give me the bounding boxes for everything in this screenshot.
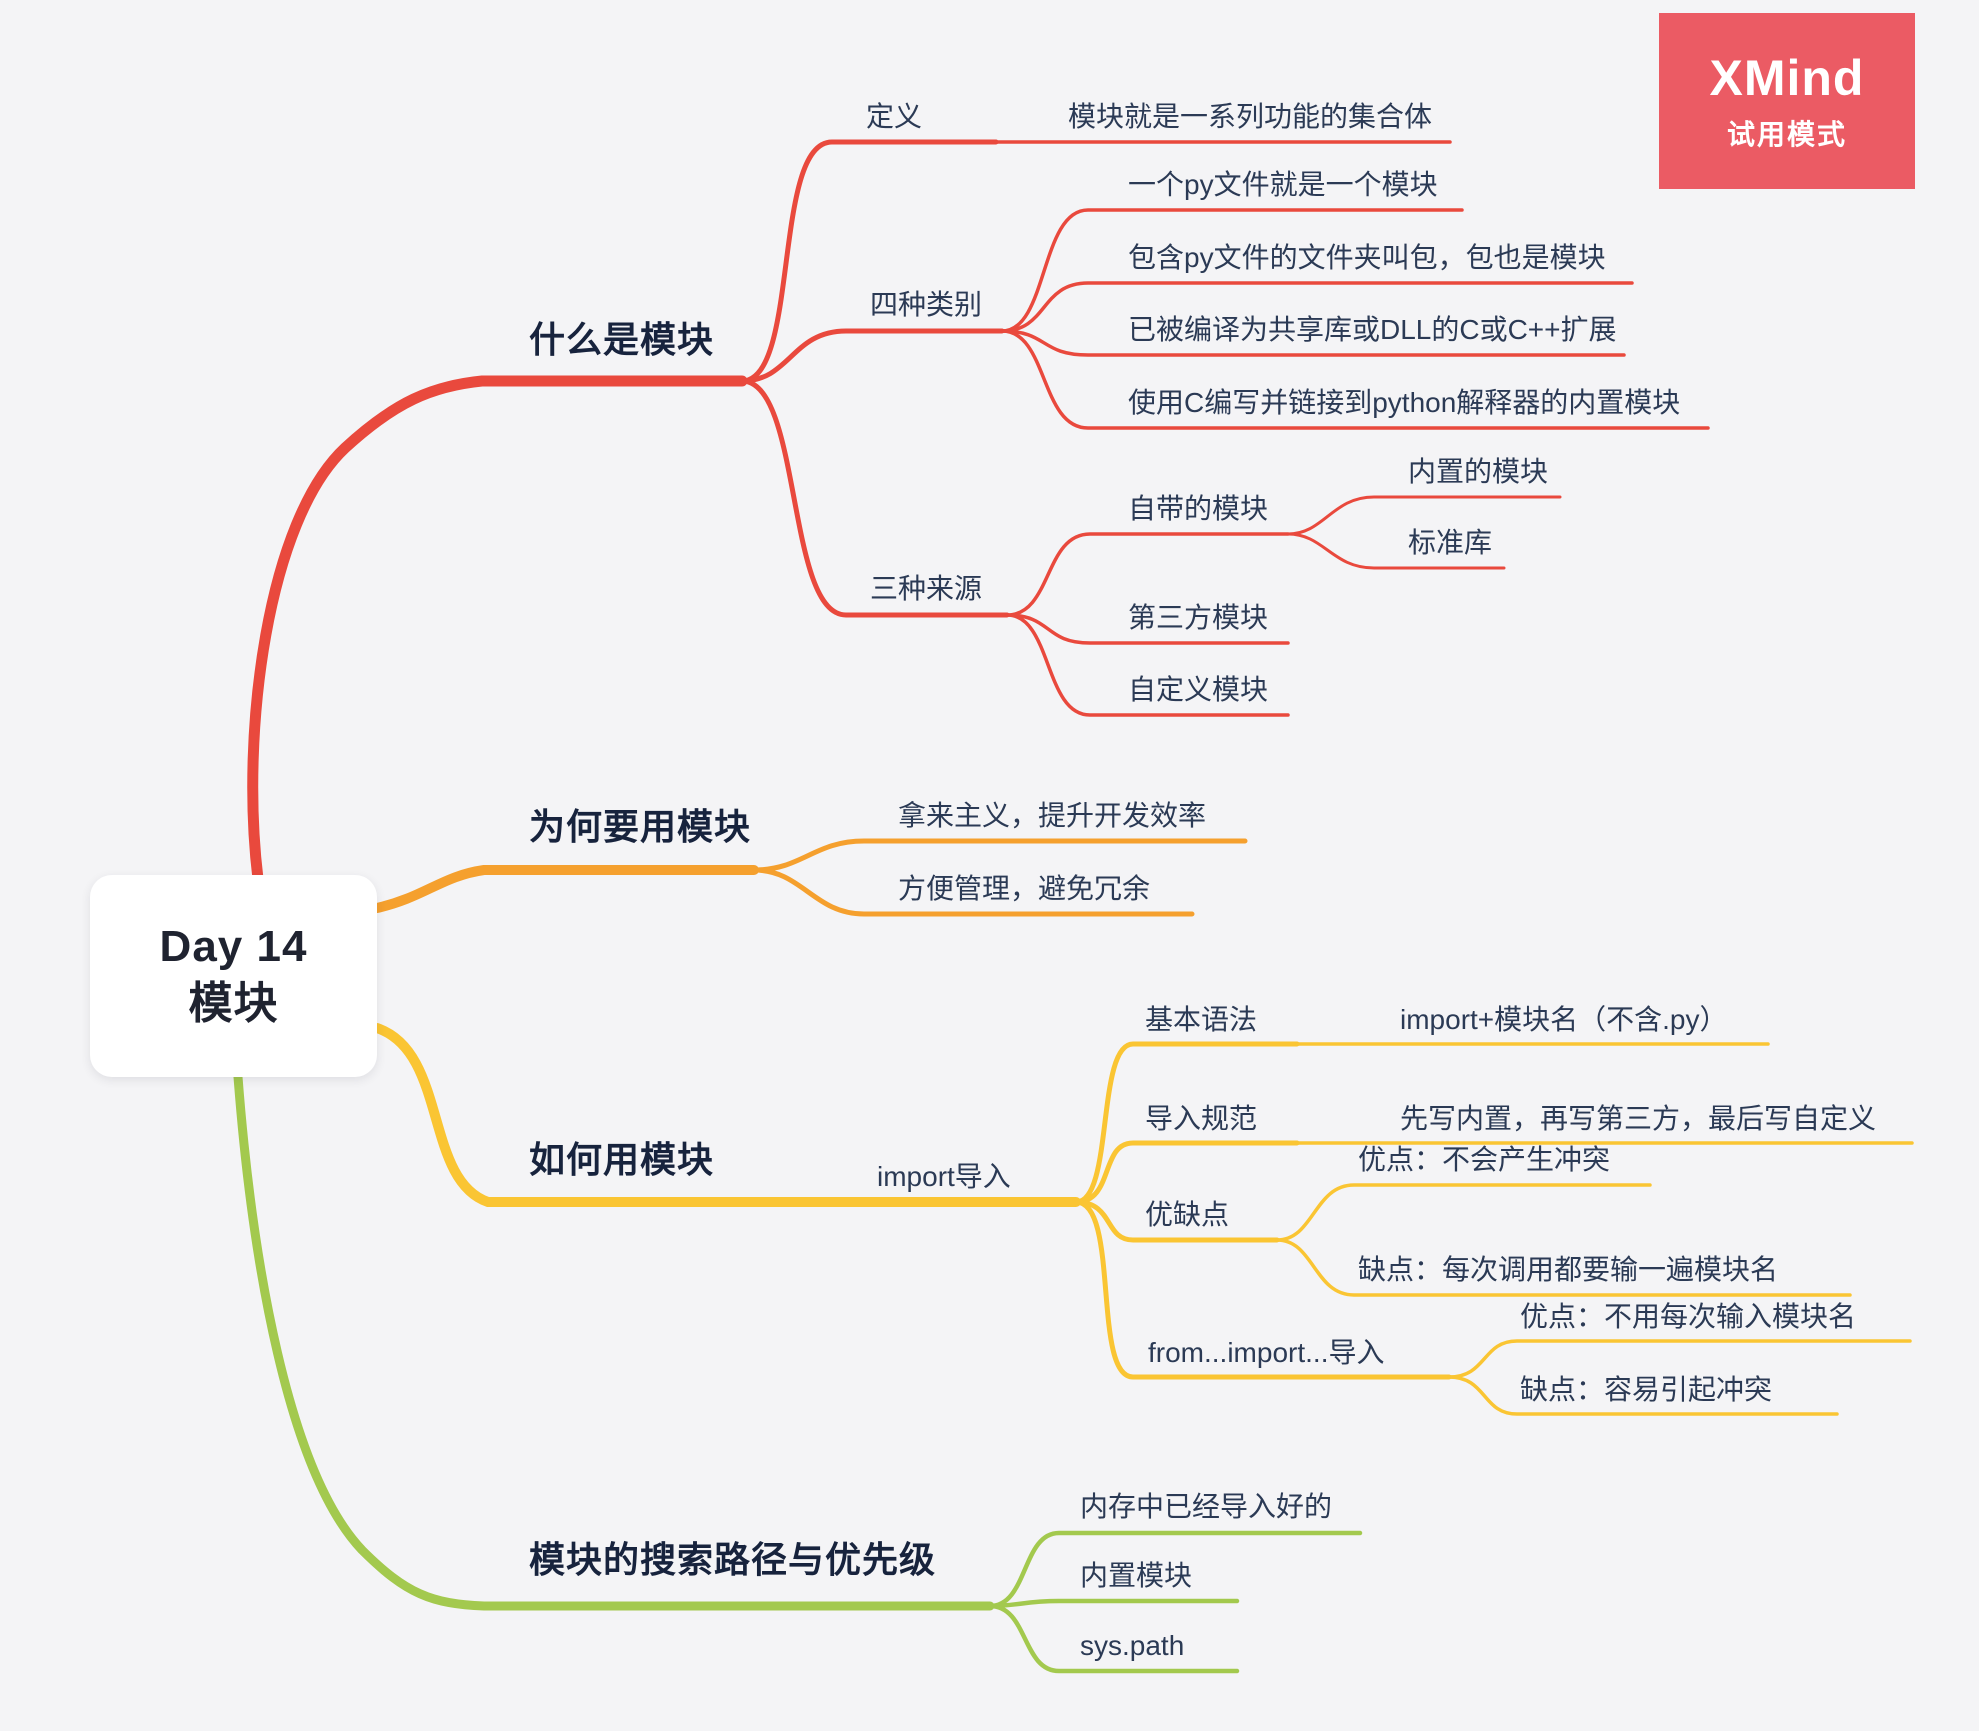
- branch1-categories-connector: [739, 328, 1005, 384]
- branch1-category4-line: [1000, 329, 1710, 430]
- branch1-category2-line: [1000, 281, 1634, 333]
- topic-import-convention[interactable]: 导入规范: [1145, 1103, 1258, 1134]
- branch1-definition-connector: [739, 139, 999, 384]
- topic-bundled-modules[interactable]: 自带的模块: [1128, 493, 1269, 524]
- topic-search-syspath[interactable]: sys.path: [1080, 1630, 1185, 1661]
- branch4-memory-line: [987, 1530, 1363, 1609]
- topic-import-pro[interactable]: 优点：不会产生冲突: [1358, 1144, 1611, 1175]
- topic-category-c-builtin[interactable]: 使用C编写并链接到python解释器的内置模块: [1128, 387, 1681, 418]
- topic-basic-syntax[interactable]: 基本语法: [1145, 1004, 1258, 1035]
- topic-why-efficiency[interactable]: 拿来主义，提升开发效率: [898, 800, 1207, 831]
- branch1-source3-line: [1005, 613, 1290, 717]
- topic-search-path-priority[interactable]: 模块的搜索路径与优先级: [529, 1539, 937, 1580]
- topic-definition[interactable]: 定义: [866, 101, 923, 132]
- branch3-pros-line: [1275, 1183, 1652, 1242]
- topic-third-party-module[interactable]: 第三方模块: [1128, 602, 1269, 633]
- topic-standard-library[interactable]: 标准库: [1408, 527, 1493, 558]
- topic-category-py-file[interactable]: 一个py文件就是一个模块: [1128, 169, 1438, 200]
- topic-three-sources[interactable]: 三种来源: [870, 573, 983, 604]
- topic-import-con[interactable]: 缺点：每次调用都要输一遍模块名: [1358, 1254, 1779, 1285]
- branch4-syspath-line: [987, 1603, 1240, 1674]
- topic-search-memory[interactable]: 内存中已经导入好的: [1080, 1491, 1333, 1522]
- topic-import[interactable]: import导入: [877, 1161, 1011, 1192]
- topic-category-dll-extension[interactable]: 已被编译为共享库或DLL的C或C++扩展: [1128, 314, 1617, 345]
- topic-definition-detail[interactable]: 模块就是一系列功能的集合体: [1068, 101, 1433, 132]
- topic-root[interactable]: Day 14 模块: [90, 875, 377, 1077]
- branch1-category3-line: [1000, 329, 1626, 357]
- topic-basic-syntax-detail[interactable]: import+模块名（不含.py）: [1400, 1004, 1728, 1035]
- branch1-category1-line: [1000, 208, 1464, 333]
- branch3-fromimport-connector: [1073, 1199, 1452, 1380]
- branch1-trunk: [247, 375, 748, 885]
- branch3-convention-connector: [1073, 1140, 1300, 1205]
- branch1-sources-connector: [739, 378, 1010, 618]
- branch3-fromimport-pros-line: [1447, 1339, 1912, 1379]
- branch3-syntax-connector: [1073, 1041, 1300, 1205]
- topic-from-import-con[interactable]: 缺点：容易引起冲突: [1520, 1374, 1773, 1405]
- branch3-trunk: [372, 1023, 1081, 1207]
- branch2-trunk: [372, 865, 759, 913]
- branch3-cons-line: [1275, 1238, 1852, 1297]
- topic-what-is-module[interactable]: 什么是模块: [529, 319, 715, 360]
- topic-four-categories[interactable]: 四种类别: [870, 289, 983, 320]
- branch4-builtin-line: [987, 1598, 1240, 1609]
- topic-why-use-module[interactable]: 为何要用模块: [529, 806, 752, 847]
- root-title-line2: 模块: [188, 979, 279, 1028]
- branch3-proscons-connector: [1073, 1199, 1280, 1243]
- branch2-reason1-line: [751, 838, 1248, 873]
- xmind-trial-watermark: XMind 试用模式: [1659, 13, 1915, 189]
- xmind-logo-text: XMind: [1709, 50, 1865, 106]
- branch1-source1b-line: [1286, 532, 1506, 570]
- topic-pros-cons[interactable]: 优缺点: [1145, 1199, 1230, 1230]
- topic-search-builtin[interactable]: 内置模块: [1080, 1560, 1193, 1591]
- topic-custom-module[interactable]: 自定义模块: [1128, 674, 1269, 705]
- topic-why-management[interactable]: 方便管理，避免冗余: [898, 873, 1151, 904]
- branch1-source1a-line: [1286, 495, 1562, 536]
- branch2-reason2-line: [751, 867, 1195, 917]
- topic-from-import[interactable]: from...import...导入: [1148, 1337, 1385, 1368]
- branch1-source2-line: [1005, 613, 1290, 645]
- root-title-line1: Day 14: [159, 922, 308, 972]
- topic-from-import-pro[interactable]: 优点：不用每次输入模块名: [1520, 1301, 1857, 1332]
- branch4-trunk: [233, 1072, 995, 1611]
- topic-builtin-module[interactable]: 内置的模块: [1408, 456, 1549, 487]
- topic-how-to-use-module[interactable]: 如何用模块: [529, 1139, 715, 1180]
- branch3-fromimport-cons-line: [1447, 1375, 1839, 1416]
- trial-mode-label: 试用模式: [1726, 119, 1847, 150]
- branch1-source1-line: [1005, 532, 1290, 617]
- topic-category-package[interactable]: 包含py文件的文件夹叫包，包也是模块: [1128, 242, 1606, 273]
- topic-import-convention-detail[interactable]: 先写内置，再写第三方，最后写自定义: [1400, 1103, 1877, 1134]
